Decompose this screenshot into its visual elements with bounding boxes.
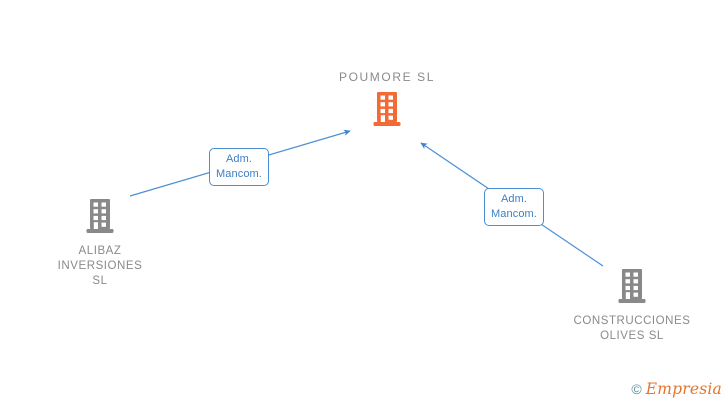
node-poumore-sl-label: POUMORE SL bbox=[338, 70, 435, 84]
node-alibaz-inversiones-sl-label: ALIBAZ INVERSIONES SL bbox=[57, 245, 143, 287]
edge-label-adm-mancom-right[interactable]: Adm. Mancom. bbox=[484, 188, 544, 226]
node-construcciones-olives-sl-label: CONSTRUCCIONES OLIVES SL bbox=[573, 315, 691, 342]
building-icon bbox=[284, 91, 490, 132]
building-icon bbox=[40, 198, 160, 239]
building-icon bbox=[552, 268, 712, 309]
edge-label-adm-mancom-left[interactable]: Adm. Mancom. bbox=[209, 148, 269, 186]
copyright-icon: © bbox=[631, 381, 642, 398]
node-poumore-sl[interactable]: POUMORE SL bbox=[284, 70, 490, 132]
node-alibaz-inversiones-sl[interactable]: ALIBAZ INVERSIONES SL bbox=[40, 198, 160, 289]
node-construcciones-olives-sl[interactable]: CONSTRUCCIONES OLIVES SL bbox=[552, 268, 712, 344]
watermark-empresia: © Empresia bbox=[631, 379, 722, 398]
brand-name: Empresia bbox=[645, 379, 722, 398]
